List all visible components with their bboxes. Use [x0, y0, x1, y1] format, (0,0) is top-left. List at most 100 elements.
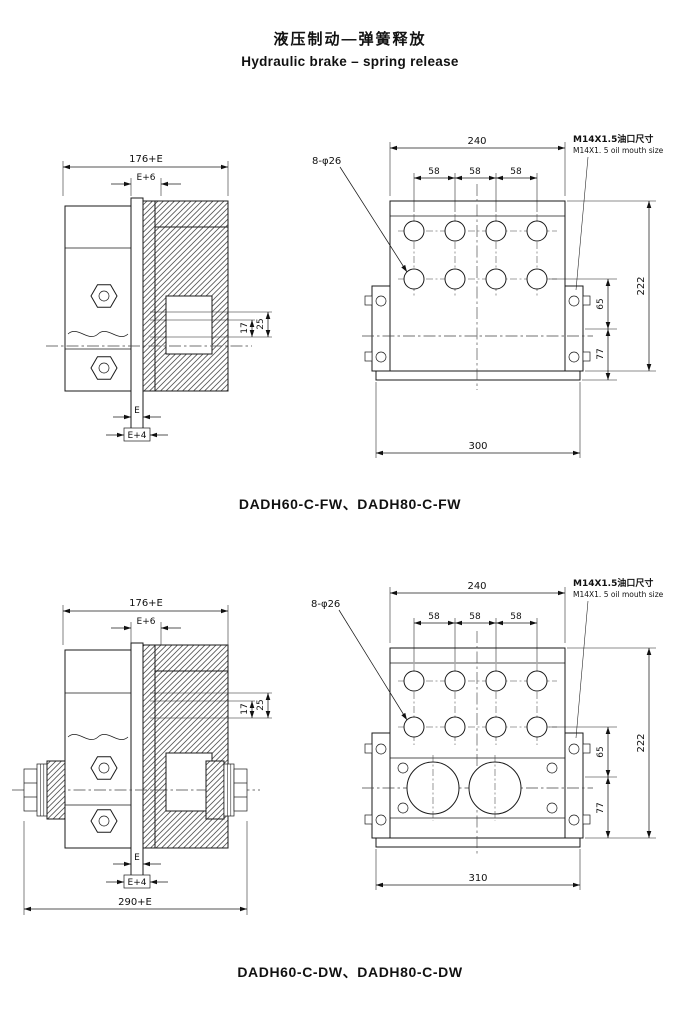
oil-port-label-en: M14X1. 5 oil mouth size: [573, 146, 664, 155]
flange-nub: [364, 351, 373, 362]
flange-bolt: [375, 351, 387, 363]
dim-58-chain: 58 58 58: [413, 612, 538, 662]
top-cap-hatched: [154, 644, 229, 672]
band-bolt: [546, 762, 558, 774]
dim-e4-box: [123, 874, 151, 889]
hex-nut-side: [23, 768, 38, 812]
dim-17-label: 17: [240, 703, 250, 714]
dim-e-e4: E E+4: [106, 406, 168, 442]
spring-block-hatched: [205, 760, 225, 820]
mount-hole: [403, 716, 425, 738]
leader-line: [339, 166, 408, 273]
friction-pad-hatched: [142, 644, 156, 849]
dim-e-e4: E E+4: [106, 853, 168, 889]
dim-58-label: 58: [510, 612, 522, 622]
dw-side-view: 176+E E+6: [12, 598, 272, 915]
title-english: Hydraulic brake – spring release: [241, 54, 459, 69]
leader-line: [575, 600, 589, 739]
mount-hole: [444, 220, 466, 242]
dim-58-label: 58: [469, 612, 481, 622]
leader-line: [575, 156, 589, 291]
dim-176e: 176+E: [62, 154, 229, 196]
dim-290e-label: 290+E: [118, 897, 152, 908]
band-bolt: [397, 802, 409, 814]
oil-port-label-zh: M14X1.5油口尺寸: [573, 577, 653, 589]
flange-nub: [582, 351, 591, 362]
mount-hole: [485, 716, 507, 738]
dim-300-label: 300: [468, 441, 487, 452]
fw-drawing: 176+E E+6: [46, 133, 664, 458]
mount-hole: [526, 268, 548, 290]
mount-hole: [444, 268, 466, 290]
dim-e4-label: E+4: [128, 878, 147, 888]
oil-port-label-en: M14X1. 5 oil mouth size: [573, 590, 664, 599]
hex-bolt-circle: [98, 290, 110, 302]
mount-hole: [444, 670, 466, 692]
dim-e6-label: E+6: [137, 173, 156, 183]
mount-hole: [485, 670, 507, 692]
flange-nub: [364, 743, 373, 754]
mount-hole: [526, 220, 548, 242]
dim-58-label: 58: [428, 612, 440, 622]
dw-drawing: 176+E E+6: [12, 577, 664, 915]
flange-nub: [364, 814, 373, 825]
oil-port-label-zh: M14X1.5油口尺寸: [573, 133, 653, 145]
dim-25-label: 25: [256, 699, 266, 710]
dim-176e-label: 176+E: [129, 598, 163, 609]
dim-300: 300: [375, 382, 581, 458]
dim-310-label: 310: [468, 873, 487, 884]
piston-cavity: [165, 752, 213, 812]
mount-hole: [485, 220, 507, 242]
flange-bolt: [568, 351, 580, 363]
mount-hole: [403, 268, 425, 290]
dim-17-25: 17 25: [150, 692, 272, 719]
dim-176e: 176+E: [62, 598, 229, 645]
break-wave-line: [67, 331, 129, 337]
dim-290e: 290+E: [23, 821, 248, 915]
band-bolt: [397, 762, 409, 774]
left-shaft-assembly: [23, 760, 66, 820]
band-bolt: [546, 802, 558, 814]
base-plate: [375, 837, 581, 848]
oil-port-callout: M14X1.5油口尺寸 M14X1. 5 oil mouth size: [573, 577, 664, 739]
flange-nub: [582, 743, 591, 754]
hex-nut-side: [233, 768, 248, 812]
dim-240: 240: [389, 581, 566, 643]
dim-240: 240: [389, 136, 566, 196]
dim-222-label: 222: [636, 276, 647, 295]
hex-bolt-circle: [98, 815, 110, 827]
top-cap-hatched: [154, 200, 229, 228]
dw-model-caption: DADH60-C-DW、DADH80-C-DW: [237, 964, 463, 980]
oil-port-callout: M14X1.5油口尺寸 M14X1. 5 oil mouth size: [573, 133, 664, 291]
dim-240-label: 240: [467, 136, 486, 147]
dim-e6-label: E+6: [137, 617, 156, 627]
fw-side-view: 176+E E+6: [46, 154, 272, 442]
dw-front-view: 240 58 58 58 8-φ26 M14X1.5油口尺寸 M14X1.: [311, 577, 664, 890]
dim-222: 222: [567, 200, 656, 372]
dim-e-label: E: [134, 406, 140, 416]
sheet-title: 液压制动—弹簧释放 Hydraulic brake – spring relea…: [0, 28, 700, 69]
flange-bolt: [568, 295, 580, 307]
flange-bolt: [375, 743, 387, 755]
dim-65-77: 65 77: [549, 278, 617, 381]
dim-65-77: 65 77: [549, 726, 617, 838]
mount-hole: [403, 220, 425, 242]
title-chinese: 液压制动—弹簧释放: [273, 31, 427, 48]
dim-58-label: 58: [510, 167, 522, 177]
dim-17-25: 17 25: [150, 311, 272, 338]
mount-hole: [485, 268, 507, 290]
washer-stack: [223, 763, 235, 817]
dim-e-label: E: [134, 853, 140, 863]
dim-65-label: 65: [596, 746, 606, 757]
washer-stack: [36, 763, 48, 817]
spring-block-hatched: [46, 760, 66, 820]
flange-nub: [582, 814, 591, 825]
dim-77-label: 77: [596, 348, 606, 359]
dim-240-label: 240: [467, 581, 486, 592]
leader-line: [338, 609, 408, 721]
dim-e6: E+6: [111, 617, 181, 645]
dim-77-label: 77: [596, 802, 606, 813]
dim-e4-box: [123, 427, 151, 442]
dim-65-label: 65: [596, 298, 606, 309]
